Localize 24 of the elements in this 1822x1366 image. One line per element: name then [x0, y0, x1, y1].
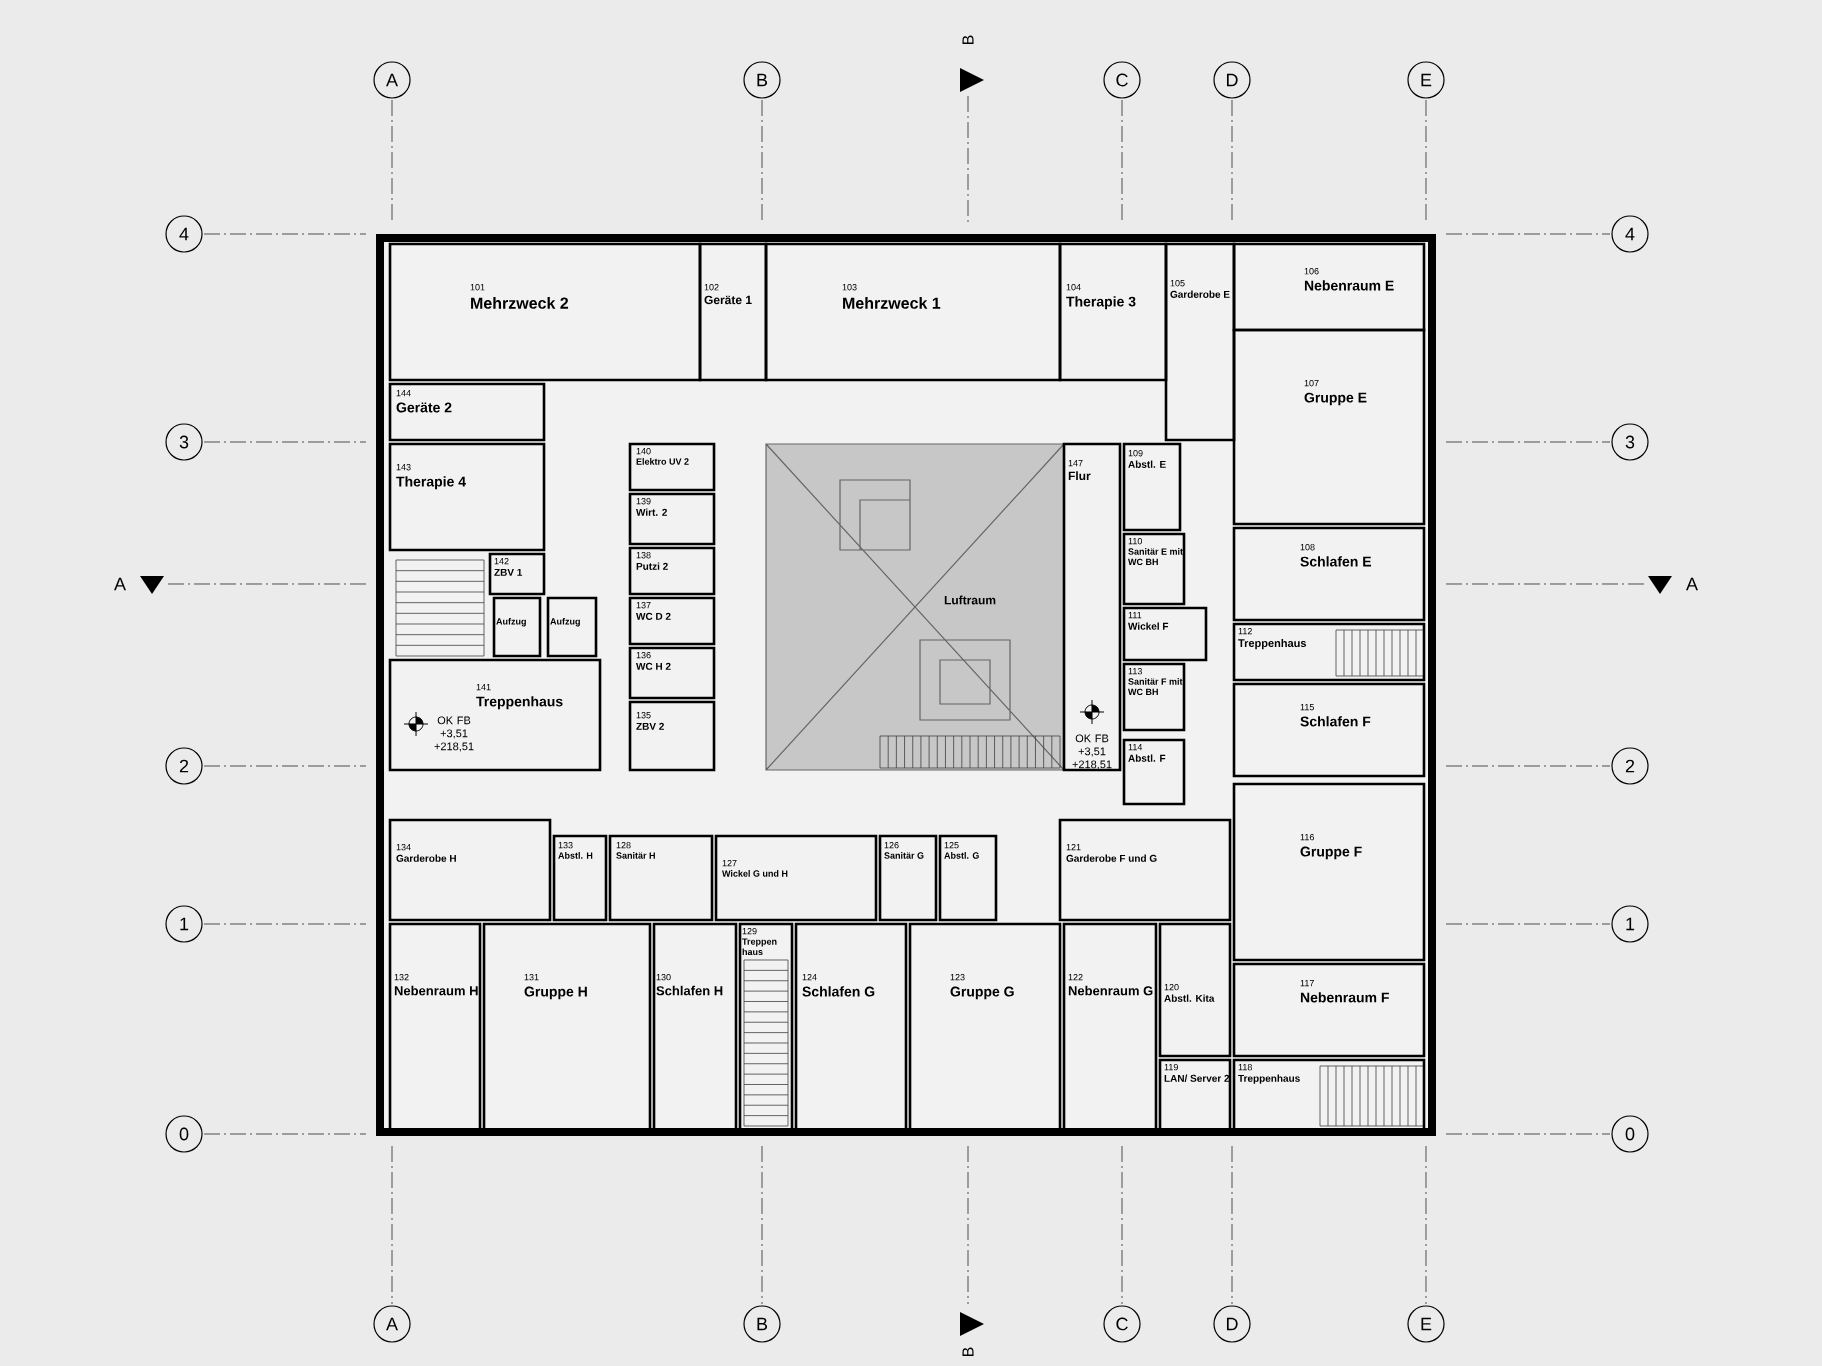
- grid-bubble: 2: [165, 747, 203, 785]
- grid-bubble: D: [1213, 1305, 1251, 1343]
- grid-bubble: 3: [165, 423, 203, 461]
- grid-bubble: E: [1407, 1305, 1445, 1343]
- grid-bubble: 1: [165, 905, 203, 943]
- grid-bubble: 3: [1611, 423, 1649, 461]
- grid-bubble: A: [373, 61, 411, 99]
- section-label: A: [1686, 577, 1698, 591]
- grid-bubble: B: [743, 61, 781, 99]
- grid-bubble: C: [1103, 61, 1141, 99]
- section-label: B: [962, 35, 974, 44]
- section-label: A: [114, 577, 126, 591]
- grid-bubble: 4: [165, 215, 203, 253]
- grid-bubble: 0: [1611, 1115, 1649, 1153]
- grid-bubble: B: [743, 1305, 781, 1343]
- grid-bubble: C: [1103, 1305, 1141, 1343]
- grid-bubble: 4: [1611, 215, 1649, 253]
- section-label: B: [962, 1347, 974, 1356]
- grid-bubble: A: [373, 1305, 411, 1343]
- grid-bubble: 1: [1611, 905, 1649, 943]
- grid-bubble: E: [1407, 61, 1445, 99]
- grid-bubble: D: [1213, 61, 1251, 99]
- grid-bubble: 2: [1611, 747, 1649, 785]
- grid-bubble: 0: [165, 1115, 203, 1153]
